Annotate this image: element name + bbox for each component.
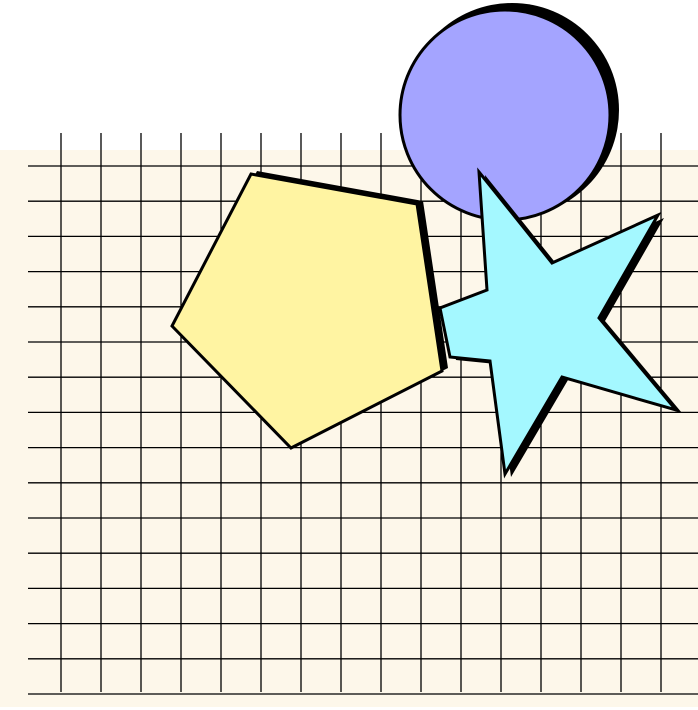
circle[interactable] (398, 8, 612, 222)
pentagon[interactable] (170, 172, 444, 450)
star[interactable] (438, 167, 681, 479)
circle-shape[interactable] (398, 3, 619, 222)
star-shape[interactable] (438, 167, 682, 479)
pentagon-shape[interactable] (170, 171, 448, 450)
